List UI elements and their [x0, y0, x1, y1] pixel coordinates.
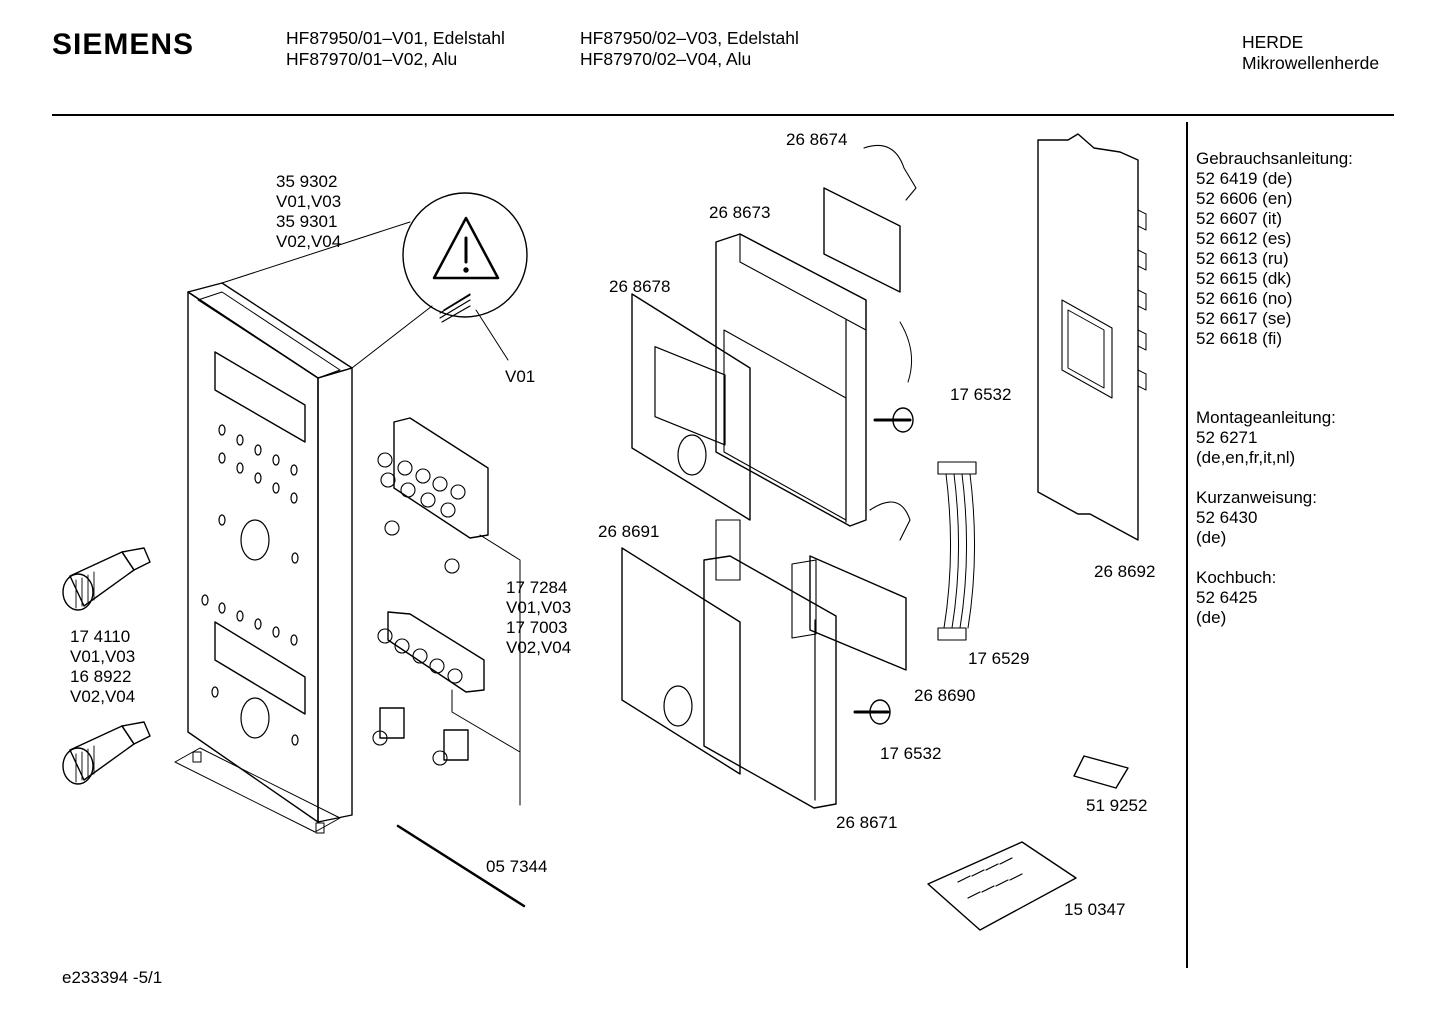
doc-item: 52 6618 (fi)	[1196, 329, 1282, 348]
doc-item: 52 6606 (en)	[1196, 189, 1293, 208]
label-519252: 51 9252	[1086, 796, 1148, 815]
doc-installation: Montageanleitung: 52 6271 (de,en,fr,it,n…	[1196, 408, 1336, 468]
part-variant: V01,V03	[276, 192, 342, 211]
doc-item: 52 6607 (it)	[1196, 209, 1282, 228]
screw-bag-drawing	[928, 842, 1076, 930]
label-front-panel: 35 9302 V01,V03 35 9301 V02,V04	[276, 172, 341, 252]
label-rod: 05 7344	[486, 857, 548, 876]
model-list-2: HF87950/02–V03, Edelstahl HF87970/02–V04…	[580, 28, 799, 70]
knob-drawings	[63, 548, 150, 784]
doc-quick-guide: Kurzanweisung: 52 6430 (de)	[1196, 488, 1317, 548]
doc-user-manual: Gebrauchsanleitung: 52 6419 (de) 52 6606…	[1196, 149, 1353, 349]
label-268673: 26 8673	[709, 203, 771, 222]
label-176532-top: 17 6532	[950, 385, 1012, 404]
warning-callout	[222, 193, 527, 368]
upper-module-drawing	[632, 146, 916, 527]
model-line: HF87950/01–V01, Edelstahl	[286, 28, 505, 48]
ribbon-cable-drawing	[938, 462, 976, 640]
part-number: 17 7284	[506, 578, 568, 597]
label-268692: 26 8692	[1094, 562, 1156, 581]
label-176532-bottom: 17 6532	[880, 744, 942, 763]
drawing-id: e233394 -5/1	[62, 968, 163, 987]
rod-drawing	[398, 826, 524, 906]
doc-item: (de,en,fr,it,nl)	[1196, 448, 1296, 467]
doc-item: 52 6419 (de)	[1196, 169, 1293, 188]
back-frame-drawing	[1038, 134, 1146, 540]
part-number: 17 7003	[506, 618, 568, 637]
model-line: HF87970/02–V04, Alu	[580, 49, 752, 69]
part-variant: V02,V04	[506, 638, 572, 657]
label-warning-spring: V01	[505, 367, 536, 386]
label-150347: 15 0347	[1064, 900, 1126, 919]
label-268671: 26 8671	[836, 813, 898, 832]
doc-item: (de)	[1196, 528, 1227, 547]
lower-module-drawing	[622, 502, 910, 808]
model-list-1: HF87950/01–V01, Edelstahl HF87970/01–V02…	[286, 28, 505, 70]
part-number: 17 4110	[70, 627, 131, 646]
sidebar-divider	[1186, 122, 1188, 968]
doc-item: 52 6617 (se)	[1196, 309, 1292, 328]
doc-item: 52 6612 (es)	[1196, 229, 1292, 248]
category-line: Mikrowellenherde	[1242, 53, 1380, 73]
doc-title: Kurzanweisung:	[1196, 488, 1317, 507]
doc-cookbook: Kochbuch: 52 6425 (de)	[1196, 568, 1276, 628]
header-divider	[52, 114, 1394, 116]
label-tag-drawing	[1074, 756, 1128, 788]
model-line: HF87950/02–V03, Edelstahl	[580, 28, 799, 48]
doc-title: Montageanleitung:	[1196, 408, 1336, 427]
brand-logo: SIEMENS	[52, 28, 195, 61]
label-268678: 26 8678	[609, 277, 671, 296]
doc-item: 52 6430	[1196, 508, 1258, 527]
doc-item: (de)	[1196, 608, 1227, 627]
part-number: 35 9301	[276, 212, 338, 231]
doc-title: Gebrauchsanleitung:	[1196, 149, 1353, 168]
model-line: HF87970/01–V02, Alu	[286, 49, 458, 69]
doc-item: 52 6425	[1196, 588, 1258, 607]
part-number: 16 8922	[70, 667, 132, 686]
button-board-drawings	[373, 418, 520, 805]
part-variant: V01,V03	[506, 598, 572, 617]
label-button-boards: 17 7284 V01,V03 17 7003 V02,V04	[506, 578, 571, 658]
doc-item: 52 6271	[1196, 428, 1258, 447]
label-knob: 17 4110 V01,V03 16 8922 V02,V04	[70, 627, 135, 707]
label-176529: 17 6529	[968, 649, 1030, 668]
label-268674: 26 8674	[786, 130, 848, 149]
part-variant: V02,V04	[276, 232, 342, 251]
doc-item: 52 6613 (ru)	[1196, 249, 1289, 268]
doc-item: 52 6616 (no)	[1196, 289, 1293, 308]
part-variant: V01,V03	[70, 647, 136, 666]
appliance-category: HERDE Mikrowellenherde	[1242, 32, 1379, 74]
label-268691: 26 8691	[598, 522, 660, 541]
part-number: 35 9302	[276, 172, 338, 191]
part-variant: V02,V04	[70, 687, 136, 706]
label-268690: 26 8690	[914, 686, 976, 705]
doc-title: Kochbuch:	[1196, 568, 1277, 587]
front-panel-drawing	[175, 283, 352, 833]
doc-item: 52 6615 (dk)	[1196, 269, 1292, 288]
category-line: HERDE	[1242, 32, 1304, 52]
